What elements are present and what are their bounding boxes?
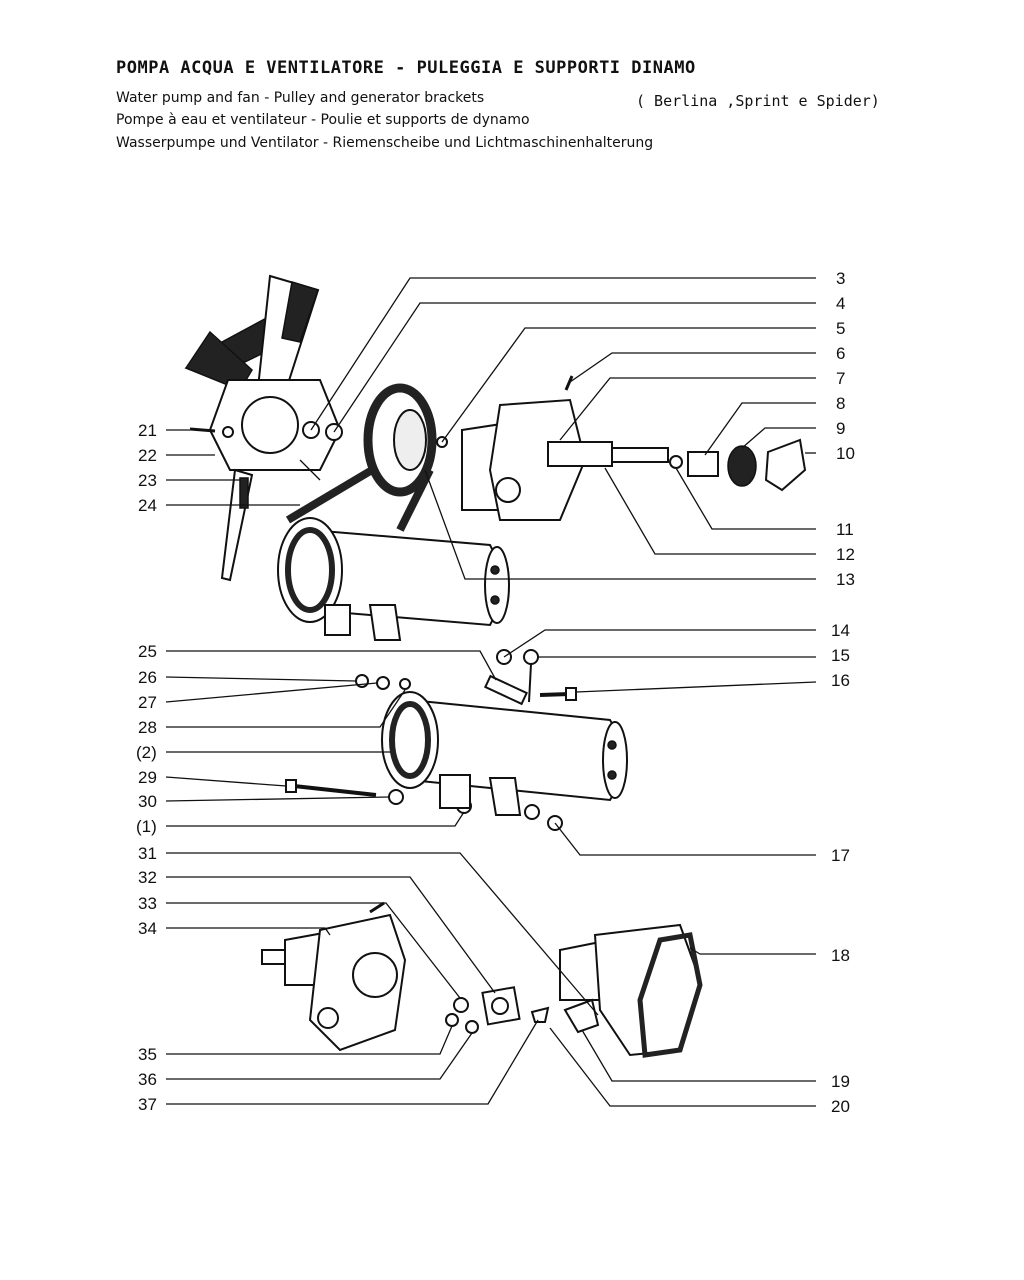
callout-6: 6 bbox=[836, 344, 845, 363]
callout-18: 18 bbox=[831, 946, 850, 965]
callout-14: 14 bbox=[831, 621, 850, 640]
callout-29: 29 bbox=[138, 768, 157, 787]
callout-24: 24 bbox=[138, 496, 157, 515]
callout-36: 36 bbox=[138, 1070, 157, 1089]
callout-22: 22 bbox=[138, 446, 157, 465]
callout-34: 34 bbox=[138, 919, 157, 938]
callout-23: 23 bbox=[138, 471, 157, 490]
callout-8: 8 bbox=[836, 394, 845, 413]
callout-26: 26 bbox=[138, 668, 157, 687]
water-pump-assembly-right bbox=[559, 923, 703, 1058]
callout-4: 4 bbox=[836, 294, 845, 313]
callout-28: 28 bbox=[138, 718, 157, 737]
model-variants: ( Berlina ,Sprint e Spider) bbox=[636, 92, 880, 110]
callout-9: 9 bbox=[836, 419, 845, 438]
title-italian: POMPA ACQUA E VENTILATORE - PULEGGIA E S… bbox=[116, 58, 696, 78]
callout-31: 31 bbox=[138, 844, 157, 863]
leader-lines bbox=[165, 277, 817, 1107]
callout-17: 17 bbox=[831, 846, 850, 865]
callout-27: 27 bbox=[138, 693, 157, 712]
title-french: Pompe à eau et ventilateur - Poulie et s… bbox=[116, 112, 530, 128]
callout-19: 19 bbox=[831, 1072, 850, 1091]
callout-20: 20 bbox=[831, 1097, 850, 1116]
callout-16: 16 bbox=[831, 671, 850, 690]
water-pump-hardware-lower bbox=[445, 986, 550, 1034]
callout-11: 11 bbox=[836, 520, 854, 539]
water-pump-assembly-left bbox=[261, 901, 407, 1052]
callout-37: 37 bbox=[138, 1095, 157, 1114]
fan-belt bbox=[285, 383, 437, 532]
callout-1-paren: (1) bbox=[136, 817, 157, 836]
fan bbox=[184, 274, 342, 582]
callout-12: 12 bbox=[836, 545, 855, 564]
callouts-left: 21 22 23 24 25 26 27 28 (2) 29 30 (1) 31… bbox=[136, 421, 157, 1114]
callouts-right: 3 4 5 6 7 8 9 10 11 12 13 14 15 16 17 18… bbox=[831, 269, 855, 1116]
callout-2-paren: (2) bbox=[136, 743, 157, 762]
callout-15: 15 bbox=[831, 646, 850, 665]
callout-32: 32 bbox=[138, 868, 157, 887]
callout-3: 3 bbox=[836, 269, 845, 288]
callout-35: 35 bbox=[138, 1045, 157, 1064]
title-english: Water pump and fan - Pulley and generato… bbox=[116, 90, 485, 106]
title-german: Wasserpumpe und Ventilator - Riemenschei… bbox=[116, 135, 654, 151]
callout-33: 33 bbox=[138, 894, 157, 913]
callout-7: 7 bbox=[836, 369, 845, 388]
water-pump-exploded bbox=[461, 375, 807, 521]
callout-5: 5 bbox=[836, 319, 845, 338]
callout-10: 10 bbox=[836, 444, 855, 463]
generator-upper bbox=[277, 517, 510, 641]
callout-25: 25 bbox=[138, 642, 157, 661]
callout-13: 13 bbox=[836, 570, 855, 589]
callout-30: 30 bbox=[138, 792, 157, 811]
generator-lower bbox=[381, 691, 628, 816]
callout-21: 21 bbox=[138, 421, 157, 440]
